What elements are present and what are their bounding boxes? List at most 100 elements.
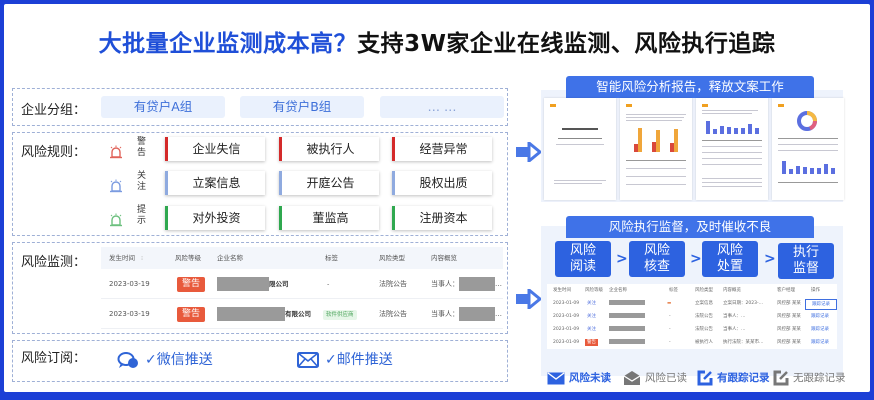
row-manager: 风控部 某某 xyxy=(777,314,801,319)
tracking-record-link[interactable]: 跟踪记录 xyxy=(811,327,829,332)
row-tag: - xyxy=(669,327,671,332)
rules-label: 风险规则： xyxy=(21,145,87,160)
report-page-bar-chart[interactable] xyxy=(620,98,692,200)
wechat-chat-icon xyxy=(117,352,138,368)
monitor-label: 风险监测： xyxy=(21,255,87,270)
col-tag: 标签 xyxy=(669,288,678,293)
row-tag: - xyxy=(669,314,671,319)
legend-read: 风险已读 xyxy=(623,370,687,386)
headline: 大批量企业监测成本高？支持3W家企业在线监测、风险执行追踪 xyxy=(4,24,870,58)
edit-record-icon xyxy=(697,370,713,386)
alarm-light-icon xyxy=(110,179,122,193)
step-risk-handle: 风险处置 xyxy=(702,241,758,277)
legend-has-record: 有跟踪记录 xyxy=(697,370,770,386)
rule-outbound-investment[interactable]: 对外投资 xyxy=(165,206,265,230)
row-date: 2023-01-09 xyxy=(553,340,580,345)
row-type: 立案信息 xyxy=(695,301,713,306)
col-summary: 内容概览 xyxy=(431,254,457,262)
table-row[interactable]: 2023-01-09 关注 ▬ 立案信息 立案日期：2023-… 风控部 某某 … xyxy=(547,297,837,310)
arrow-right-icon xyxy=(516,142,543,162)
promo-frame: 大批量企业监测成本高？支持3W家企业在线监测、风险执行追踪 企业分组： 有贷户A… xyxy=(4,4,870,392)
row-level: 关注 xyxy=(587,327,596,332)
group-pill-more[interactable]: … … xyxy=(380,96,504,118)
open-mail-icon xyxy=(623,371,641,385)
table-row[interactable]: 2023-01-09 关注 - 法院公告 当事人：… 风控部 某某 跟踪记录 xyxy=(547,323,837,336)
row-type: 法院公告 xyxy=(695,314,713,319)
table-row[interactable]: 2023-01-09 关注 - 法院公告 当事人：… 风控部 某某 跟踪记录 xyxy=(547,310,837,323)
row-summary: 立案日期：2023-… xyxy=(723,301,764,306)
rule-case-filing[interactable]: 立案信息 xyxy=(165,171,265,195)
mini-bar-chart xyxy=(630,128,686,152)
row-summary: 当事人：… xyxy=(431,269,502,299)
sort-icon[interactable]: ⁝ xyxy=(141,254,144,262)
table-row[interactable]: 2023-03-19 警告 限公司 - 法院公告 当事人：… xyxy=(101,269,503,299)
col-level: 风险等级 xyxy=(585,288,603,293)
email-push-option[interactable]: ✓邮件推送 xyxy=(297,349,393,369)
group-section: 企业分组： 有贷户A组 有贷户B组 … … xyxy=(12,88,508,126)
row-date: 2023-03-19 xyxy=(109,310,150,318)
level-hint-label: 提示 xyxy=(137,205,147,226)
step-execute-supervise: 执行监督 xyxy=(778,243,834,279)
supervise-panel-title: 风险执行监督，及时催收不良 xyxy=(566,216,814,238)
headline-question: 大批量企业监测成本高？ xyxy=(98,31,358,57)
step-chevron: > xyxy=(690,251,702,267)
table-row[interactable]: 2023-03-19 警告 有限公司 软件供应商 法院公告 当事人：… xyxy=(101,299,503,329)
col-company: 企业名称 xyxy=(217,254,243,262)
step-chevron: > xyxy=(764,251,776,267)
rules-section: 风险规则： 警告 企业失信 被执行人 经营异常 关注 立案信息 开庭公告 股权出… xyxy=(12,132,508,236)
level-warning-label: 警告 xyxy=(137,137,147,158)
report-page-cover[interactable] xyxy=(544,98,616,200)
col-summary: 内容概览 xyxy=(723,288,741,293)
row-company xyxy=(609,310,645,323)
legend-unread: 风险未读 xyxy=(547,370,611,385)
subscribe-section: 风险订阅： ✓微信推送 ✓邮件推送 xyxy=(12,340,508,382)
col-type: 风险类型 xyxy=(695,288,713,293)
row-summary: 当事人：… xyxy=(723,314,746,319)
donut-chart-icon xyxy=(797,111,817,131)
company-name[interactable]: 限公司 xyxy=(217,269,289,299)
rule-enterprise-dishonest[interactable]: 企业失信 xyxy=(165,137,265,161)
row-manager: 风控部 某某 xyxy=(777,301,801,306)
row-level: 警告 xyxy=(585,339,598,346)
row-tag: - xyxy=(669,340,671,345)
alarm-light-icon xyxy=(110,145,122,159)
level-badge: 警告 xyxy=(177,269,206,299)
step-risk-read: 风险阅读 xyxy=(555,241,611,277)
report-page-donut[interactable] xyxy=(772,98,844,200)
row-manager: 风控部 某某 xyxy=(777,327,801,332)
rule-registered-capital[interactable]: 注册资本 xyxy=(392,206,492,230)
row-type: 法院公告 xyxy=(695,327,713,332)
supervise-panel: 风险执行监督，及时催收不良 风险阅读 > 风险核查 > 风险处置 > 执行监督 … xyxy=(541,216,843,376)
level-attention-label: 关注 xyxy=(137,171,147,192)
tracking-record-link[interactable]: 跟踪记录 xyxy=(811,314,829,319)
col-action: 操作 xyxy=(811,288,820,293)
table-row[interactable]: 2023-01-09 警告 - 被执行人 执行法院：某某市… 风控部 某某 跟踪… xyxy=(547,336,837,349)
company-name[interactable]: 有限公司 xyxy=(217,299,311,329)
row-manager: 风控部 某某 xyxy=(777,340,801,345)
group-pill-b[interactable]: 有贷户B组 xyxy=(240,96,364,118)
row-type: 法院公告 xyxy=(379,310,407,318)
row-tag: ▬ xyxy=(667,301,672,306)
group-pill-a[interactable]: 有贷户A组 xyxy=(101,96,225,118)
row-company xyxy=(609,323,645,336)
row-summary: 当事人：… xyxy=(723,327,746,332)
col-date[interactable]: 发生时间 xyxy=(109,254,135,262)
step-risk-verify: 风险核查 xyxy=(629,241,685,277)
group-label: 企业分组： xyxy=(21,103,87,118)
rule-executives[interactable]: 董监高 xyxy=(279,206,379,230)
mail-icon xyxy=(547,371,565,384)
row-type: 法院公告 xyxy=(379,280,407,288)
col-manager: 客户经理 xyxy=(777,288,795,293)
report-page-stats[interactable] xyxy=(696,98,768,200)
rule-judgment-debtor[interactable]: 被执行人 xyxy=(279,137,379,161)
tracking-record-link[interactable]: 跟踪记录 xyxy=(805,299,837,310)
rule-equity-pledge[interactable]: 股权出质 xyxy=(392,171,492,195)
col-tag: 标签 xyxy=(325,254,338,262)
level-badge: 警告 xyxy=(177,299,206,329)
rule-court-notice[interactable]: 开庭公告 xyxy=(279,171,379,195)
rule-abnormal-operation[interactable]: 经营异常 xyxy=(392,137,492,161)
edit-record-icon xyxy=(773,370,789,386)
tracking-record-link[interactable]: 跟踪记录 xyxy=(811,340,829,345)
row-summary: 执行法院：某某市… xyxy=(723,340,764,345)
wechat-push-option[interactable]: ✓微信推送 xyxy=(117,349,213,369)
